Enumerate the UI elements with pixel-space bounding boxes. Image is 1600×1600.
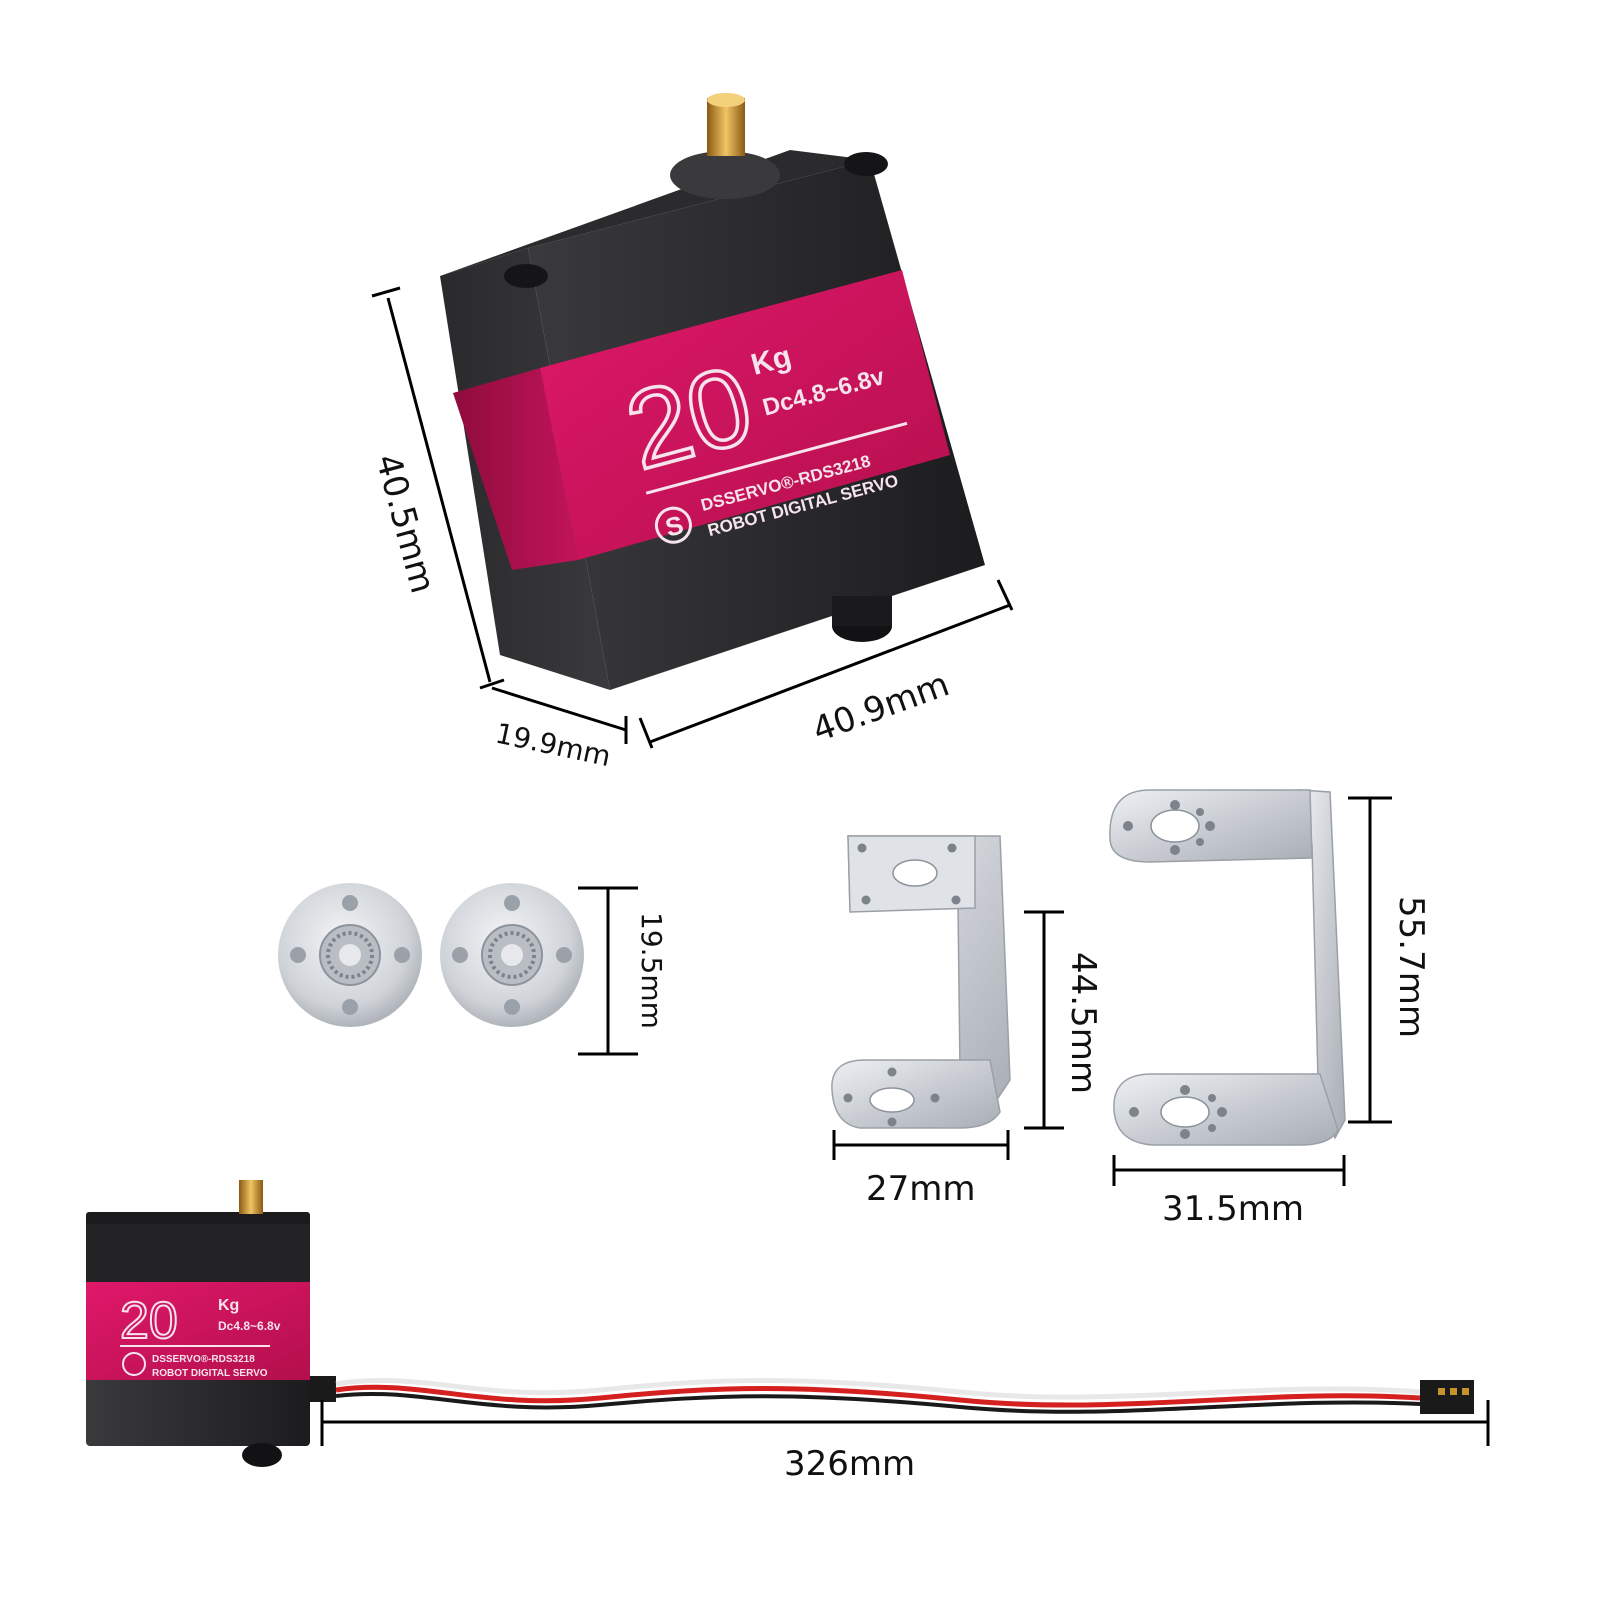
servo-side-band xyxy=(453,368,578,570)
wire-black xyxy=(335,1391,1421,1414)
small-brand-logo xyxy=(122,1352,146,1376)
wire-white xyxy=(335,1377,1421,1400)
label-rule xyxy=(645,421,908,495)
small-bracket xyxy=(831,835,1011,1129)
small-type-line: ROBOT DIGITAL SERVO xyxy=(152,1368,268,1379)
servo-band xyxy=(540,270,950,560)
cable-grommet xyxy=(310,1376,336,1402)
large-bracket-width-label: 31.5mm xyxy=(1162,1189,1304,1229)
mount-screw xyxy=(844,152,888,176)
connector-pin xyxy=(1438,1388,1445,1395)
cable-length-label: 326mm xyxy=(784,1444,915,1484)
cable-connector xyxy=(1420,1380,1474,1414)
servo-horn xyxy=(440,883,584,1027)
wire-red xyxy=(335,1384,1421,1408)
servo-height-label: 40.5mm xyxy=(367,450,442,597)
connector-pin xyxy=(1462,1388,1469,1395)
servo-small-top xyxy=(86,1218,310,1282)
dim-cable-length: 326mm xyxy=(320,1400,1490,1484)
servo-small-flange xyxy=(86,1212,310,1224)
large-bracket-height-label: 55.7mm xyxy=(1391,896,1431,1038)
mount-screw xyxy=(504,264,548,288)
dim-horn-diameter: 19.5mm xyxy=(578,886,668,1056)
servo-small-boss xyxy=(242,1443,282,1467)
connector-pin xyxy=(1450,1388,1457,1395)
dim-small-bracket-width: 27mm xyxy=(832,1130,1010,1209)
shaft-housing xyxy=(670,151,780,199)
servo-horn xyxy=(278,883,422,1027)
servo-small-label: 20 Kg Dc4.8~6.8v DSSERVO®-RDS3218 ROBOT … xyxy=(119,1291,281,1379)
servo-small-spline xyxy=(239,1180,263,1214)
small-capacity-text: 20 xyxy=(120,1292,178,1350)
idler-boss-body xyxy=(832,596,892,626)
servo-width-label: 40.9mm xyxy=(807,664,954,750)
small-brand-line: DSSERVO®-RDS3218 xyxy=(152,1354,255,1365)
brass-spline-top xyxy=(707,93,745,107)
servo-with-cable: 20 Kg Dc4.8~6.8v DSSERVO®-RDS3218 ROBOT … xyxy=(86,1180,1474,1467)
dim-small-bracket-height: 44.5mm xyxy=(1024,910,1103,1130)
small-bracket-width-label: 27mm xyxy=(866,1169,976,1209)
dim-servo-depth: 19.9mm xyxy=(491,686,628,774)
servo-main: 20 Kg Dc4.8~6.8v S DSSERVO®-RDS3218 ROBO… xyxy=(440,93,985,690)
small-voltage-text: Dc4.8~6.8v xyxy=(218,1319,281,1333)
servo-depth-label: 19.9mm xyxy=(493,717,614,774)
horn-diameter-label: 19.5mm xyxy=(635,912,668,1029)
small-unit-text: Kg xyxy=(218,1297,239,1314)
brass-spline xyxy=(707,98,745,156)
large-bracket xyxy=(1109,789,1346,1146)
dim-large-bracket-width: 31.5mm xyxy=(1112,1155,1346,1229)
small-bracket-height-label: 44.5mm xyxy=(1063,952,1103,1094)
dim-large-bracket-height: 55.7mm xyxy=(1348,796,1431,1124)
brand-logo xyxy=(654,506,692,544)
